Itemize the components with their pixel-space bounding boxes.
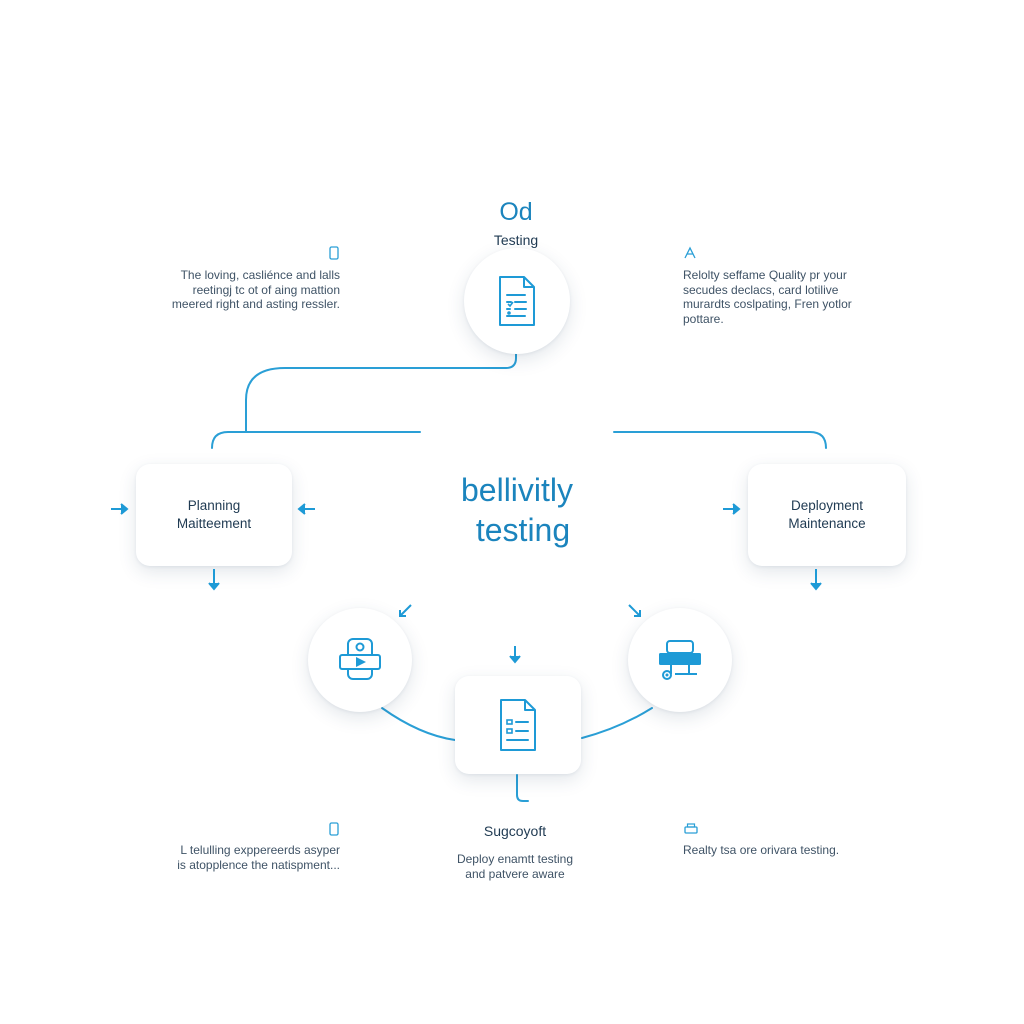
arrow-down-icon xyxy=(509,646,521,664)
desc-line: is atopplence the natispment... xyxy=(177,857,340,872)
arrow-down-left-icon xyxy=(399,604,412,617)
connector-arc-left xyxy=(381,707,456,741)
desc-line: The loving, casliénce and lalls xyxy=(180,268,340,282)
arrow-left-icon xyxy=(297,503,315,515)
top-node-small-label: Testing xyxy=(493,232,539,248)
bottom-center-title: Sugcoyoft xyxy=(483,823,547,839)
desc-line: murardts coslpating, Fren yotlor xyxy=(683,297,852,311)
desc-line: secudes declacs, card lotilive xyxy=(683,282,839,297)
connector-arc-right xyxy=(581,707,653,739)
bottom-right-node[interactable] xyxy=(628,608,732,712)
list-document-icon xyxy=(500,699,536,751)
arrow-down-right-icon xyxy=(628,604,641,617)
bottom-left-description: L telulling exppereerds asyper is atoppl… xyxy=(150,843,340,872)
connector-top-to-left xyxy=(245,349,517,433)
desc-line: Realty tsa ore orivara testing. xyxy=(683,843,840,857)
arrow-right-icon xyxy=(723,503,741,515)
bottom-right-description: Realty tsa ore orivara testing. xyxy=(683,843,883,858)
center-title: bellivitly testing xyxy=(400,470,634,550)
checklist-document-icon xyxy=(499,276,535,326)
arrow-right-icon xyxy=(111,503,129,515)
arrow-down-icon xyxy=(208,569,220,591)
connector-bottom-stem xyxy=(516,774,529,802)
bottom-center-description: Deploy enamtt testing and patvere aware xyxy=(415,852,615,881)
arrow-down-icon xyxy=(810,569,822,591)
desc-line: Relolty seffame Quality pr your xyxy=(683,268,847,282)
phone-icon xyxy=(328,822,340,836)
connector-right-bar xyxy=(613,431,827,449)
top-node-big-label: Od xyxy=(499,198,533,226)
bottom-left-node[interactable] xyxy=(308,608,412,712)
center-title-line: bellivitly xyxy=(460,472,574,508)
center-title-line: testing xyxy=(475,512,571,548)
desc-line: L telulling exppereerds asyper xyxy=(180,843,340,857)
phone-icon xyxy=(328,246,340,260)
connector-left-bar xyxy=(211,431,421,449)
desc-line: and patvere aware xyxy=(465,866,565,881)
printer-icon xyxy=(684,822,698,836)
desc-line: pottare. xyxy=(683,311,724,326)
card-line: Maintenance xyxy=(788,516,866,531)
top-left-description: The loving, casliénce and lalls reetingj… xyxy=(150,268,340,312)
card-line: Deployment xyxy=(790,498,864,513)
left-card[interactable]: Planning Maitteement xyxy=(136,464,292,566)
server-rack-icon xyxy=(659,640,701,680)
card-line: Planning xyxy=(187,498,241,513)
top-node[interactable] xyxy=(464,248,570,354)
triangle-a-icon xyxy=(684,246,696,260)
bottom-center-node[interactable] xyxy=(455,676,581,774)
desc-line: Deploy enamtt testing xyxy=(456,852,574,866)
desc-line: meered right and asting ressler. xyxy=(171,297,340,311)
card-line: Maitteement xyxy=(176,516,252,531)
video-device-icon xyxy=(339,638,381,680)
desc-line: reetingj tc ot of aing mattion xyxy=(192,282,340,297)
right-card[interactable]: Deployment Maintenance xyxy=(748,464,906,566)
top-right-description: Relolty seffame Quality pr your secudes … xyxy=(683,268,883,326)
